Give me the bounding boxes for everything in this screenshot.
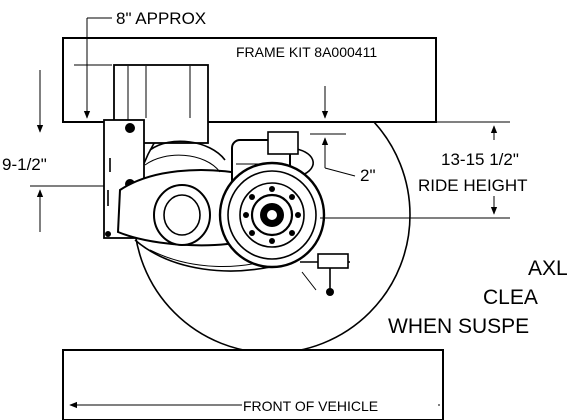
note-line-2: CLEA [483, 286, 538, 309]
dim-2-inch-label: 2" [360, 166, 376, 185]
front-of-vehicle-label: FRONT OF VEHICLE [243, 398, 378, 414]
dim-8-approx-label: 8" APPROX [116, 9, 206, 28]
note-line-1: AXL [528, 257, 568, 280]
dimension-ride-height: 13-15 1/2" RIDE HEIGHT [320, 121, 528, 219]
ride-height-value: 13-15 1/2" [441, 150, 519, 169]
axle-hub [218, 161, 326, 269]
ride-height-label: RIDE HEIGHT [418, 176, 528, 195]
height-control-linkage [300, 253, 350, 296]
dim-9-half-label: 9-1/2" [2, 155, 47, 174]
frame-kit-label: FRAME KIT 8A000411 [236, 44, 377, 60]
dimension-2-inch: 2" [310, 86, 376, 185]
front-of-vehicle-arrow: FRONT OF VEHICLE [69, 396, 440, 414]
dimension-9-half: 9-1/2" [2, 70, 105, 232]
dimension-8-approx: 8" APPROX [74, 9, 206, 119]
note-line-3: WHEN SUSPE [388, 315, 529, 338]
